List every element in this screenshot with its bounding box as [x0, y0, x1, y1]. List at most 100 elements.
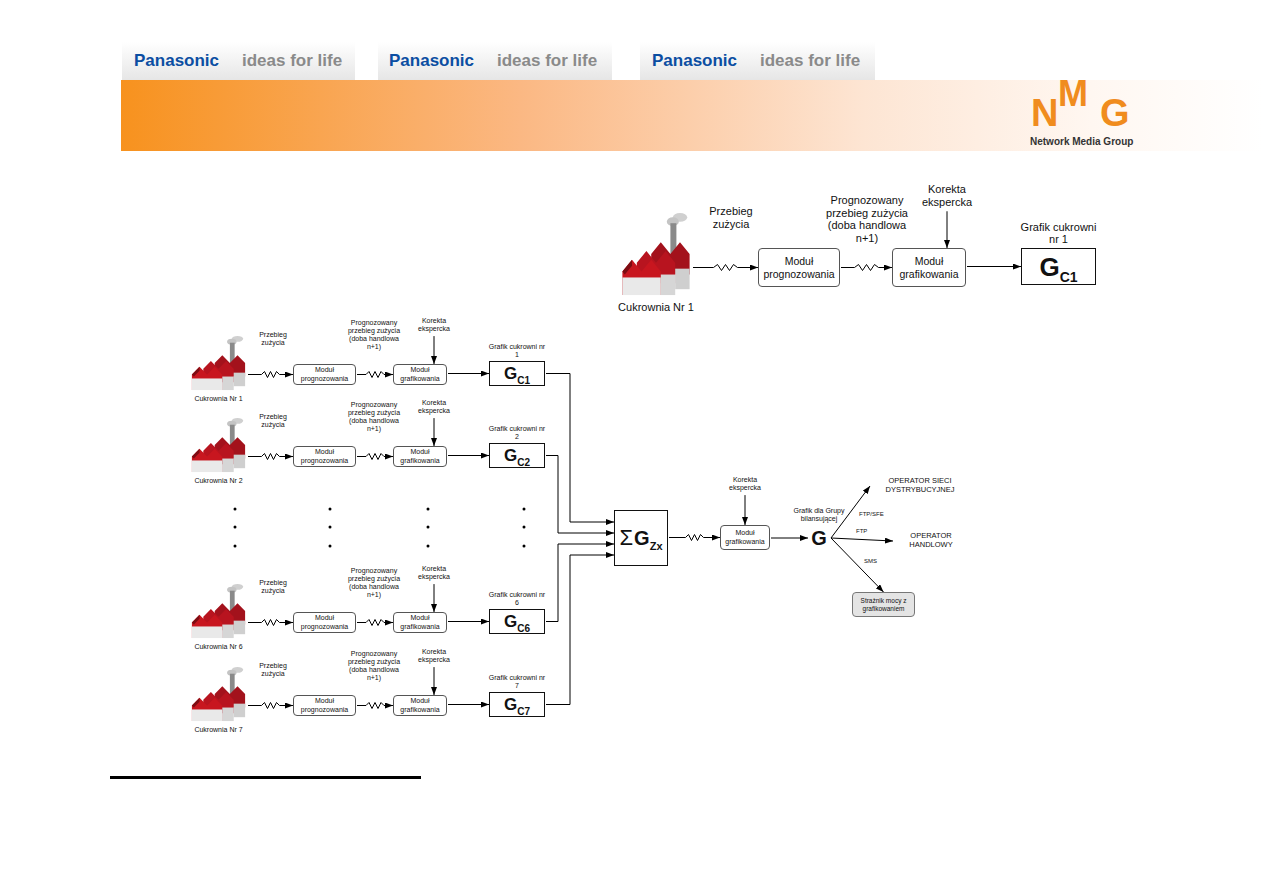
flow-connector [248, 372, 293, 378]
node-body: Moduł grafikowania [396, 614, 444, 630]
schedule-box: GC7Grafik cukrowni nr 7 [489, 692, 545, 717]
node-text: G [504, 364, 517, 383]
factory-node: Cukrownia Nr 7 [190, 665, 247, 723]
node-text: OPERATOR HANDLOWY [896, 532, 966, 549]
correction-label: Korekta ekspercka [412, 399, 456, 415]
correction-label: Korekta ekspercka [412, 565, 456, 581]
node-text: Moduł grafikowania [723, 529, 767, 545]
correction-label: Korekta ekspercka [412, 648, 456, 664]
correction-arrow [434, 584, 435, 612]
node-text: G [504, 695, 517, 714]
logo-panel [640, 42, 875, 80]
flow-connector [357, 620, 393, 626]
node-text: G [811, 527, 827, 549]
schedule-box: GC6Grafik cukrowni nr 6 [489, 609, 545, 634]
edge-label: FTP [855, 528, 868, 535]
node-text: Moduł grafikowania [895, 255, 963, 279]
correction-arrow [745, 495, 746, 525]
flow-connector [546, 544, 614, 622]
edge-label: Przebieg zużycia [251, 662, 295, 678]
module-box: Moduł grafikowania [393, 695, 447, 716]
node-text: Moduł grafikowania [396, 697, 444, 713]
node-body: ΣGZx [619, 525, 662, 550]
correction-arrow [947, 211, 948, 248]
node-text: G [504, 612, 517, 631]
node-body: Moduł grafikowania [396, 448, 444, 464]
factory-caption: Cukrownia Nr 1 [618, 301, 694, 313]
node-heading: Grafik dla Grupy bilansującej [787, 507, 851, 523]
logo-text: Network Media Group [1030, 136, 1133, 148]
flow-connector [248, 703, 293, 709]
correction-arrow [434, 418, 435, 446]
node-body: GC7 [504, 696, 530, 713]
logo-text: Panasonic [652, 51, 737, 71]
factory-caption: Cukrownia Nr 1 [194, 395, 242, 402]
factory-illustration [620, 210, 692, 298]
module-box: Moduł prognozowania [293, 695, 356, 716]
node-body: Moduł grafikowania [396, 366, 444, 382]
node-text: Moduł grafikowania [396, 448, 444, 464]
node-text: G [504, 446, 517, 465]
schedule-box: GC1Grafik cukrowni nr 1 [1021, 248, 1096, 285]
node-text: Moduł prognozowania [296, 366, 353, 382]
edge-label: Prognozowany przebieg zużycia (doba hand… [823, 194, 911, 245]
destination-node: OPERATOR SIECI DYSTRYBUCYJNEJ [870, 474, 970, 498]
node-text: Moduł grafikowania [396, 614, 444, 630]
factory-node: Cukrownia Nr 1 [190, 334, 247, 392]
correction-label: Korekta ekspercka [723, 476, 767, 492]
footer-rule [110, 776, 421, 779]
flow-connector [448, 373, 489, 374]
node-text: OPERATOR SIECI DYSTRYBUCYJNEJ [873, 477, 967, 494]
header-band [121, 80, 1263, 151]
node-text: C6 [517, 624, 530, 634]
node-text: G [634, 527, 650, 549]
node-body: GC1 [504, 365, 530, 382]
correction-arrow [434, 336, 435, 364]
node-heading: Grafik cukrowni nr 2 [486, 425, 548, 441]
module-box: Moduł prognozowania [293, 612, 356, 633]
factory-node: Cukrownia Nr 2 [190, 416, 247, 474]
edge-label: Prognozowany przebieg zużycia (doba hand… [343, 401, 405, 433]
flow-connector [546, 456, 614, 534]
correction-arrow [434, 667, 435, 695]
flow-connector [841, 265, 892, 271]
factory-caption: Cukrownia Nr 2 [194, 477, 242, 484]
logo-panel [122, 42, 355, 80]
destination-node: OPERATOR HANDLOWY [893, 529, 969, 553]
flow-connector [771, 538, 808, 539]
node-body: GC6 [504, 613, 530, 630]
node-body: G [811, 528, 827, 548]
node-text: Zx [650, 541, 663, 552]
factory-node: Cukrownia Nr 6 [190, 582, 247, 640]
node-body: Moduł grafikowania [396, 697, 444, 713]
node-heading: Grafik cukrowni nr 1 [486, 343, 548, 359]
module-box: Moduł grafikowania [393, 364, 447, 385]
node-heading: Grafik cukrowni nr 7 [486, 674, 548, 690]
node-body: Moduł prognozowania [761, 255, 837, 279]
node-body: Moduł prognozowania [296, 614, 353, 630]
flow-connector [967, 266, 1021, 267]
edge-label: Prognozowany przebieg zużycia (doba hand… [343, 319, 405, 351]
edge-label: FTP/SFE [858, 511, 885, 518]
node-body: GC1 [1039, 254, 1077, 280]
logo-text: N [1031, 94, 1058, 132]
edge-label: Przebieg zużycia [251, 413, 295, 429]
factory-illustration [190, 334, 247, 392]
edge-label: Prognozowany przebieg zużycia (doba hand… [343, 567, 405, 599]
node-text: Σ [619, 525, 633, 550]
node-text: C1 [1060, 270, 1078, 284]
node-text: G [1039, 252, 1059, 282]
flow-connector [357, 372, 393, 378]
logo-text: ideas for life [497, 51, 597, 71]
node-text: C2 [517, 458, 530, 468]
node-text: Moduł grafikowania [396, 366, 444, 382]
node-body: Moduł prognozowania [296, 448, 353, 464]
node-heading: Grafik cukrowni nr 6 [486, 591, 548, 607]
factory-illustration [190, 416, 247, 474]
factory-illustration [190, 582, 247, 640]
factory-caption: Cukrownia Nr 7 [194, 726, 242, 733]
flow-connector [831, 538, 893, 541]
